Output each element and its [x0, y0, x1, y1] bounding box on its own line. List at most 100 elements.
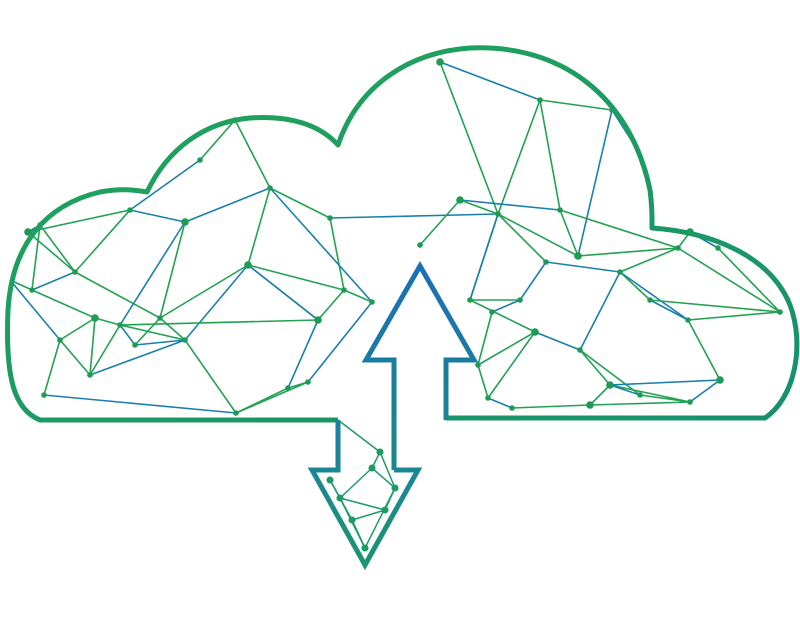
arrow-mesh-node	[381, 506, 389, 514]
mesh-line	[234, 119, 271, 189]
mesh-node	[637, 392, 643, 398]
upload-arrow-icon	[361, 260, 479, 470]
mesh-node	[537, 97, 543, 103]
mesh-node	[509, 405, 515, 411]
mesh-node	[586, 401, 594, 409]
mesh-node	[489, 309, 495, 315]
mesh-line	[491, 299, 521, 313]
mesh-node	[24, 228, 32, 236]
mesh-line	[31, 224, 41, 291]
mesh-node	[715, 245, 721, 251]
mesh-node	[72, 269, 78, 275]
mesh-node	[157, 315, 163, 321]
mesh-node	[531, 328, 539, 336]
mesh-line	[199, 119, 236, 161]
arrow-mesh-line	[339, 467, 373, 499]
mesh-line	[579, 349, 641, 396]
mesh-line	[43, 339, 61, 396]
arrow-mesh-node	[376, 448, 384, 456]
arrow-mesh-line	[339, 497, 386, 511]
mesh-line	[579, 349, 611, 386]
mesh-node	[233, 410, 239, 416]
mesh-node	[517, 297, 523, 303]
mesh-node	[57, 337, 63, 343]
mesh-line	[439, 61, 499, 215]
arrow-mesh-line	[351, 519, 366, 549]
mesh-line	[487, 397, 513, 409]
mesh-node	[467, 297, 473, 303]
arrow-mesh-node	[326, 476, 334, 484]
mesh-node	[87, 372, 93, 378]
arrow-mesh-line	[351, 509, 386, 521]
mesh-node	[117, 322, 123, 328]
mesh-line	[31, 289, 96, 319]
mesh-line	[159, 221, 186, 319]
mesh-line	[59, 317, 96, 341]
mesh-line	[459, 199, 561, 211]
mesh-line	[717, 247, 781, 313]
arrow-mesh-line	[384, 487, 396, 511]
mesh-node	[327, 215, 333, 221]
mesh-node	[716, 376, 724, 384]
mesh-node	[369, 299, 375, 305]
mesh-line	[477, 331, 536, 366]
mesh-line	[317, 289, 345, 321]
mesh-line	[619, 271, 689, 321]
mesh-line	[579, 271, 621, 351]
mesh-node	[485, 395, 491, 401]
mesh-node	[475, 362, 481, 368]
mesh-node	[456, 196, 464, 204]
mesh-node	[267, 185, 273, 191]
mesh-node	[285, 385, 291, 391]
mesh-line	[343, 289, 373, 303]
mesh-line	[469, 299, 536, 333]
mesh-node	[305, 379, 311, 385]
mesh-line	[247, 187, 271, 266]
mesh-line	[235, 381, 309, 414]
mesh-line	[609, 384, 691, 403]
mesh-line	[247, 264, 345, 291]
mesh-line	[589, 401, 691, 406]
mesh-node	[557, 207, 563, 213]
mesh-node	[29, 287, 35, 293]
download-arrow-icon	[307, 420, 423, 571]
mesh-node	[314, 316, 322, 324]
mesh-line	[419, 199, 461, 246]
mesh-node	[577, 347, 583, 353]
mesh-line	[687, 311, 781, 321]
arrow-mesh-line	[371, 467, 396, 489]
mesh-node	[675, 245, 681, 251]
mesh-node	[181, 218, 189, 226]
mesh-node	[127, 207, 133, 213]
mesh-line	[511, 404, 591, 409]
mesh-line	[459, 199, 499, 215]
mesh-line	[184, 264, 249, 341]
mesh-line	[159, 317, 186, 341]
mesh-line	[577, 109, 613, 257]
mesh-line	[497, 213, 547, 263]
mesh-line	[269, 187, 331, 219]
cloud-outline	[5, 45, 800, 423]
mesh-line	[677, 247, 781, 313]
mesh-line	[119, 319, 319, 326]
mesh-line	[609, 384, 641, 396]
mesh-line	[329, 213, 499, 219]
mesh-line	[477, 364, 489, 399]
mesh-line	[534, 331, 581, 351]
mesh-line	[687, 319, 721, 381]
network-nodes	[24, 58, 783, 416]
mesh-line	[134, 339, 186, 346]
mesh-line	[619, 247, 679, 273]
arrow-mesh-node	[391, 484, 399, 492]
mesh-line	[269, 187, 373, 303]
mesh-line	[27, 209, 131, 233]
mesh-line	[545, 261, 621, 273]
mesh-line	[287, 319, 319, 389]
mesh-node	[244, 261, 252, 269]
arrow-mesh-line	[337, 419, 381, 453]
mesh-node	[606, 381, 614, 389]
mesh-line	[307, 301, 373, 383]
mesh-line	[609, 379, 721, 386]
mesh-line	[619, 271, 651, 301]
